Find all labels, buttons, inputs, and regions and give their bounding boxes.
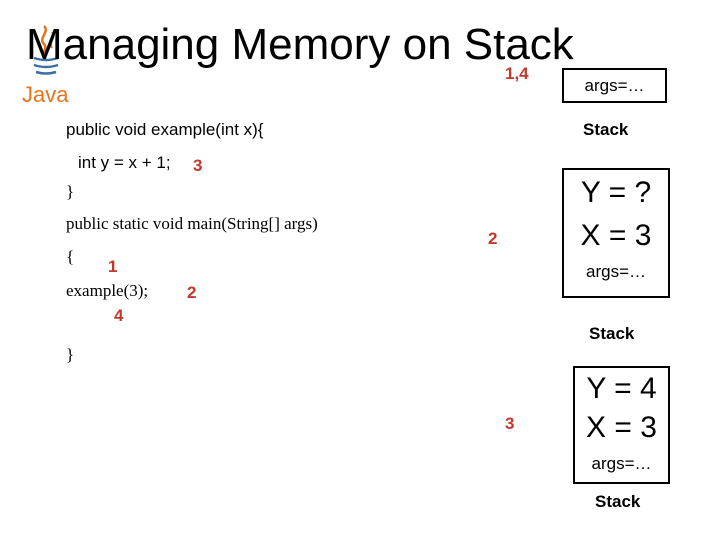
code-line-2: int y = x + 1; bbox=[78, 153, 171, 172]
stack-1-args: args=… bbox=[584, 76, 645, 95]
stack-2-label: Stack bbox=[589, 324, 635, 343]
code-line-7: } bbox=[66, 345, 75, 364]
step-marker-below-line6: 4 bbox=[114, 306, 124, 325]
page-title: Managing Memory on Stack bbox=[26, 20, 574, 69]
stack-1-frame: args=… bbox=[562, 68, 667, 103]
code-line-1: public void example(int x){ bbox=[66, 120, 264, 139]
code-line-3: } bbox=[66, 182, 75, 201]
stack-2-frame: Y = ? X = 3 args=… bbox=[562, 168, 670, 298]
java-logo-icon: Java bbox=[22, 25, 69, 107]
stack-2-args: args=… bbox=[586, 262, 646, 281]
stack-3-label: Stack bbox=[595, 492, 641, 511]
step-marker-stack-3: 3 bbox=[505, 414, 515, 433]
step-marker-line2: 3 bbox=[193, 156, 203, 175]
stack-3-args: args=… bbox=[591, 454, 652, 473]
code-line-6: example(3); bbox=[66, 281, 149, 300]
step-marker-line6: 2 bbox=[187, 283, 197, 302]
java-logo-text: Java bbox=[22, 82, 69, 107]
code-line-5: { bbox=[66, 247, 75, 266]
step-marker-title: 1,4 bbox=[505, 64, 529, 83]
step-marker-line5: 1 bbox=[108, 257, 118, 276]
stack-2-x: X = 3 bbox=[580, 219, 652, 252]
stack-1-label: Stack bbox=[583, 120, 629, 139]
code-line-4: public static void main(String[] args) bbox=[66, 214, 318, 233]
step-marker-stack-2: 2 bbox=[488, 229, 498, 248]
stack-3-y: Y = 4 bbox=[586, 372, 657, 405]
stack-3-frame: Y = 4 X = 3 args=… bbox=[573, 366, 670, 484]
stack-2-y: Y = ? bbox=[580, 176, 652, 209]
stack-3-x: X = 3 bbox=[586, 411, 657, 444]
